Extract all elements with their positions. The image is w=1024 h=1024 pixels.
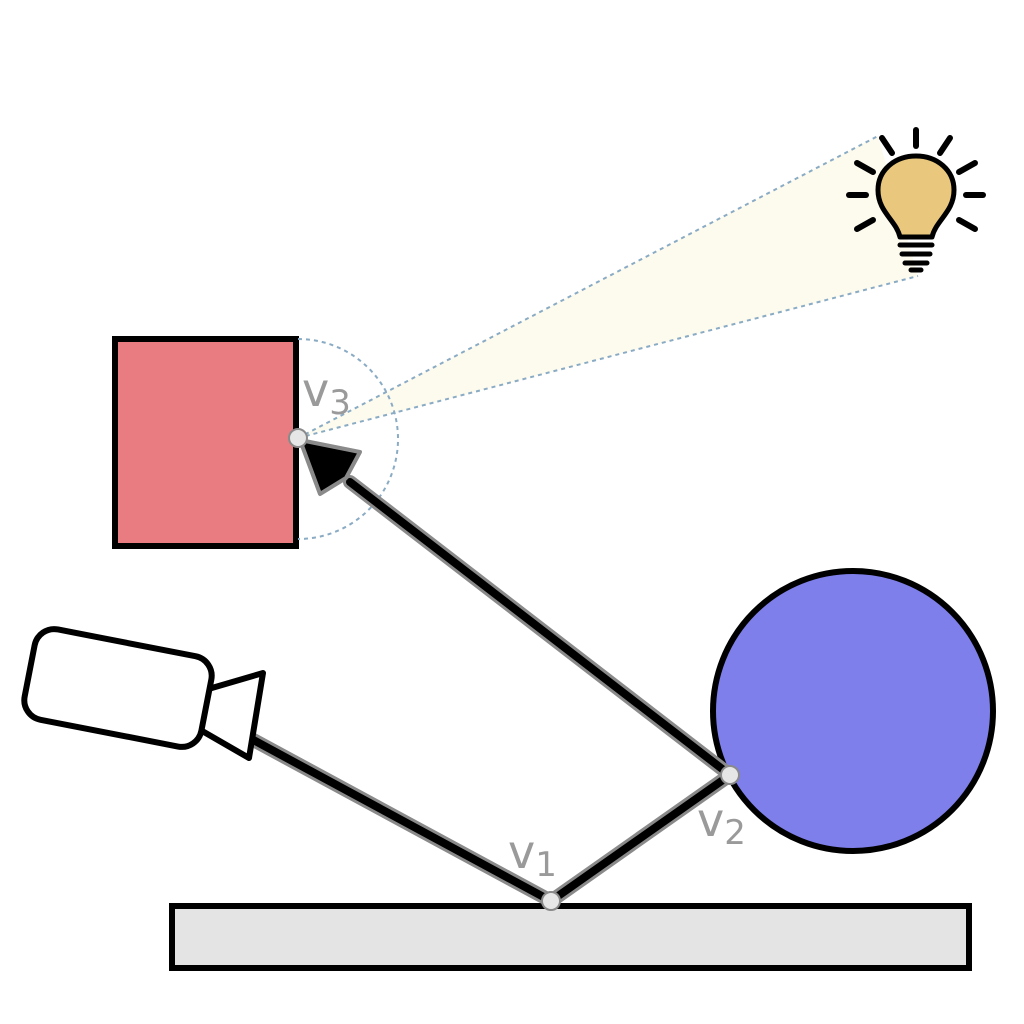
path-segment-v2-v3 — [346, 478, 734, 779]
camera-body — [21, 626, 215, 750]
light-cone — [298, 136, 918, 438]
vertex-dot-v3 — [288, 428, 308, 448]
sphere-object — [710, 568, 996, 854]
vertex-label-v1: v1 — [508, 825, 557, 885]
floor-plane — [169, 903, 972, 971]
vertex-dot-v2 — [720, 765, 740, 785]
path-segment-camera-v1 — [242, 732, 555, 905]
vertex-label-v2: v2 — [697, 793, 746, 853]
cube-object — [112, 336, 299, 549]
path-segment-v1-v2 — [547, 771, 734, 905]
light-path — [239, 438, 737, 908]
light-cone-edge-upper — [297, 135, 879, 439]
light-bulb-icon — [846, 127, 986, 273]
vertex-label-v3: v3 — [302, 363, 351, 423]
camera-icon — [21, 626, 266, 761]
vertex-dot-v1 — [541, 891, 561, 911]
bulb-glass — [875, 153, 957, 240]
light-cone-edge-lower — [297, 275, 919, 439]
arrowhead — [298, 438, 362, 496]
hemisphere-guide — [297, 338, 399, 540]
